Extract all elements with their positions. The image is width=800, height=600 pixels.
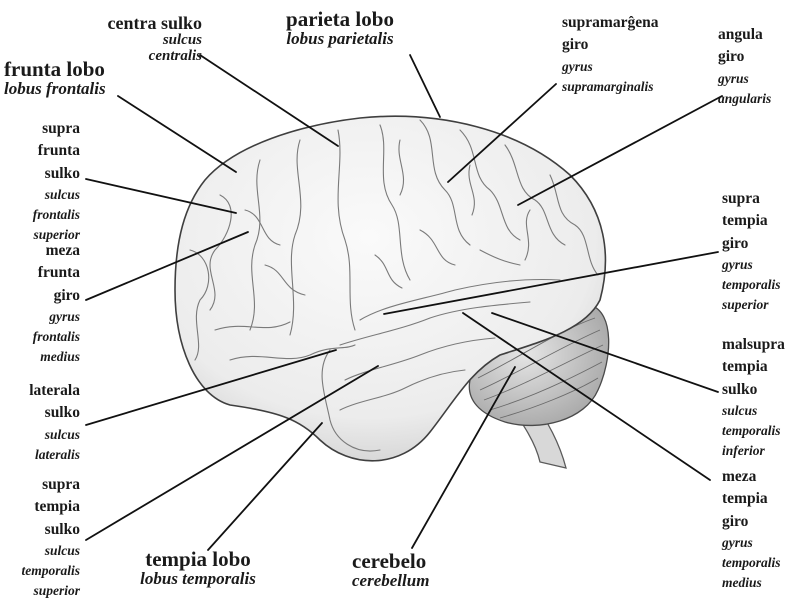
label-meza-tempia-giro-la-2: temporalis (722, 554, 781, 570)
label-frunta-lobo-eo: frunta lobo (4, 57, 105, 81)
label-meza-tempia-giro-eo-2: tempia (722, 490, 768, 508)
label-parieta-lobo-la: lobus parietalis (286, 29, 394, 49)
label-tempia-lobo-la: lobus temporalis (140, 569, 256, 589)
leader-meza-tempia-giro (462, 312, 711, 481)
label-parieta-lobo: parieta lobo lobus parietalis (255, 8, 425, 48)
label-meza-tempia-giro-eo-3: giro (722, 512, 749, 530)
label-angula-giro-eo-1: angula (718, 26, 763, 43)
label-supra-tempia-giro-eo-3: giro (722, 234, 749, 252)
label-supra-frunta-sulko-la-3: superior (33, 226, 80, 242)
label-meza-frunta-giro-la-3: medius (40, 348, 80, 364)
label-laterala-sulko-eo-2: sulko (44, 404, 80, 422)
label-malsupra-tempia-sulko-la-2: temporalis (722, 422, 781, 438)
label-cerebelo-la: cerebellum (352, 571, 430, 591)
leader-supra-tempia-sulko (85, 365, 379, 541)
label-malsupra-tempia-sulko: malsupra tempia sulko sulcus temporalis … (722, 334, 800, 460)
label-centra-sulko: centra sulko sulcus centralis (62, 13, 203, 64)
label-supra-tempia-sulko-la-2: temporalis (21, 562, 80, 578)
label-meza-tempia-giro: meza tempia giro gyrus temporalis medius (722, 466, 800, 592)
label-meza-frunta-giro-eo-1: meza (45, 242, 80, 259)
leader-frunta-lobo (117, 95, 237, 173)
leader-lines (85, 54, 723, 551)
label-malsupra-tempia-sulko-la-3: inferior (722, 442, 765, 458)
label-supra-tempia-giro-la-1: gyrus (722, 257, 753, 273)
leader-parieta-lobo (409, 54, 441, 118)
label-laterala-sulko-eo-1: laterala (29, 382, 80, 399)
label-frunta-lobo: frunta lobo lobus frontalis (4, 58, 154, 98)
label-angula-giro-eo-2: giro (718, 48, 745, 66)
leader-supra-frunta-sulko (85, 178, 237, 214)
leader-supramargena-giro (447, 83, 557, 183)
leader-meza-frunta-giro (85, 231, 249, 301)
label-supra-tempia-giro: supra tempia giro gyrus temporalis super… (722, 188, 800, 314)
label-supramargena-giro-la-1: gyrus (562, 58, 593, 74)
leader-supra-tempia-giro (383, 251, 719, 315)
leader-cerebelo (411, 366, 516, 549)
label-supra-tempia-sulko: supra tempia sulko sulcus temporalis sup… (0, 474, 80, 600)
label-tempia-lobo: tempia lobo lobus temporalis (118, 548, 278, 588)
label-malsupra-tempia-sulko-eo-3: sulko (722, 380, 758, 398)
label-cerebelo: cerebelo cerebellum (352, 550, 472, 590)
label-supra-tempia-giro-eo-2: tempia (722, 212, 768, 230)
leader-laterala-sulko (85, 349, 337, 426)
label-supra-frunta-sulko-la-1: sulcus (44, 187, 80, 203)
leader-tempia-lobo (207, 422, 323, 551)
cerebellum-folia (477, 317, 604, 419)
label-supramargena-giro: supramarĝena giro gyrus supramarginalis (562, 12, 687, 96)
label-malsupra-tempia-sulko-la-1: sulcus (722, 403, 758, 419)
label-supra-frunta-sulko-eo-2: frunta (37, 142, 80, 160)
label-supra-frunta-sulko-eo-1: supra (42, 120, 80, 137)
label-centra-sulko-la-1: sulcus (162, 31, 202, 48)
label-meza-tempia-giro-la-3: medius (722, 574, 762, 590)
label-laterala-sulko-la-1: sulcus (44, 426, 80, 442)
label-angula-giro-la-2: angularis (718, 90, 772, 106)
label-supra-tempia-giro-eo-1: supra (722, 190, 760, 207)
leader-malsupra-tempia-sulko (491, 312, 719, 393)
label-meza-tempia-giro-la-1: gyrus (722, 535, 753, 551)
label-supra-frunta-sulko-la-2: frontalis (32, 206, 80, 222)
label-meza-frunta-giro-eo-3: giro (53, 286, 80, 304)
label-meza-frunta-giro-la-2: frontalis (32, 328, 80, 344)
label-cerebelo-eo: cerebelo (352, 549, 427, 573)
label-supra-tempia-sulko-eo-3: sulko (44, 520, 80, 538)
label-frunta-lobo-la: lobus frontalis (4, 79, 106, 99)
label-supra-tempia-sulko-eo-1: supra (42, 476, 80, 493)
label-angula-giro-la-1: gyrus (718, 70, 749, 86)
label-tempia-lobo-eo: tempia lobo (145, 547, 251, 571)
label-meza-frunta-giro: meza frunta giro gyrus frontalis medius (0, 240, 80, 366)
leader-centra-sulko (199, 54, 339, 147)
label-supra-tempia-giro-la-2: temporalis (722, 276, 781, 292)
label-supra-tempia-sulko-la-1: sulcus (44, 543, 80, 559)
label-supramargena-giro-eo-2: giro (562, 36, 589, 54)
label-supra-frunta-sulko-eo-3: sulko (44, 164, 80, 182)
label-laterala-sulko: laterala sulko sulcus lateralis (0, 380, 80, 464)
brain-gyri (189, 119, 599, 452)
label-supramargena-giro-eo-1: supramarĝena (562, 14, 659, 31)
label-meza-frunta-giro-la-1: gyrus (49, 309, 80, 325)
label-supramargena-giro-la-2: supramarginalis (562, 78, 654, 94)
label-laterala-sulko-la-2: lateralis (34, 446, 80, 462)
label-centra-sulko-la-2: centralis (148, 47, 202, 64)
label-malsupra-tempia-sulko-eo-1: malsupra (722, 336, 785, 353)
label-supra-frunta-sulko: supra frunta sulko sulcus frontalis supe… (0, 118, 80, 244)
label-meza-tempia-giro-eo-1: meza (722, 468, 757, 485)
label-supra-tempia-sulko-la-3: superior (33, 582, 80, 598)
label-supra-tempia-giro-la-3: superior (722, 296, 769, 312)
label-malsupra-tempia-sulko-eo-2: tempia (722, 358, 768, 376)
label-parieta-lobo-eo: parieta lobo (286, 7, 394, 31)
label-supra-tempia-sulko-eo-2: tempia (34, 498, 80, 516)
label-centra-sulko-eo: centra sulko (107, 13, 203, 33)
label-angula-giro: angula giro gyrus angularis (718, 24, 798, 108)
leader-angula-giro (517, 95, 723, 206)
label-meza-frunta-giro-eo-2: frunta (37, 264, 80, 282)
